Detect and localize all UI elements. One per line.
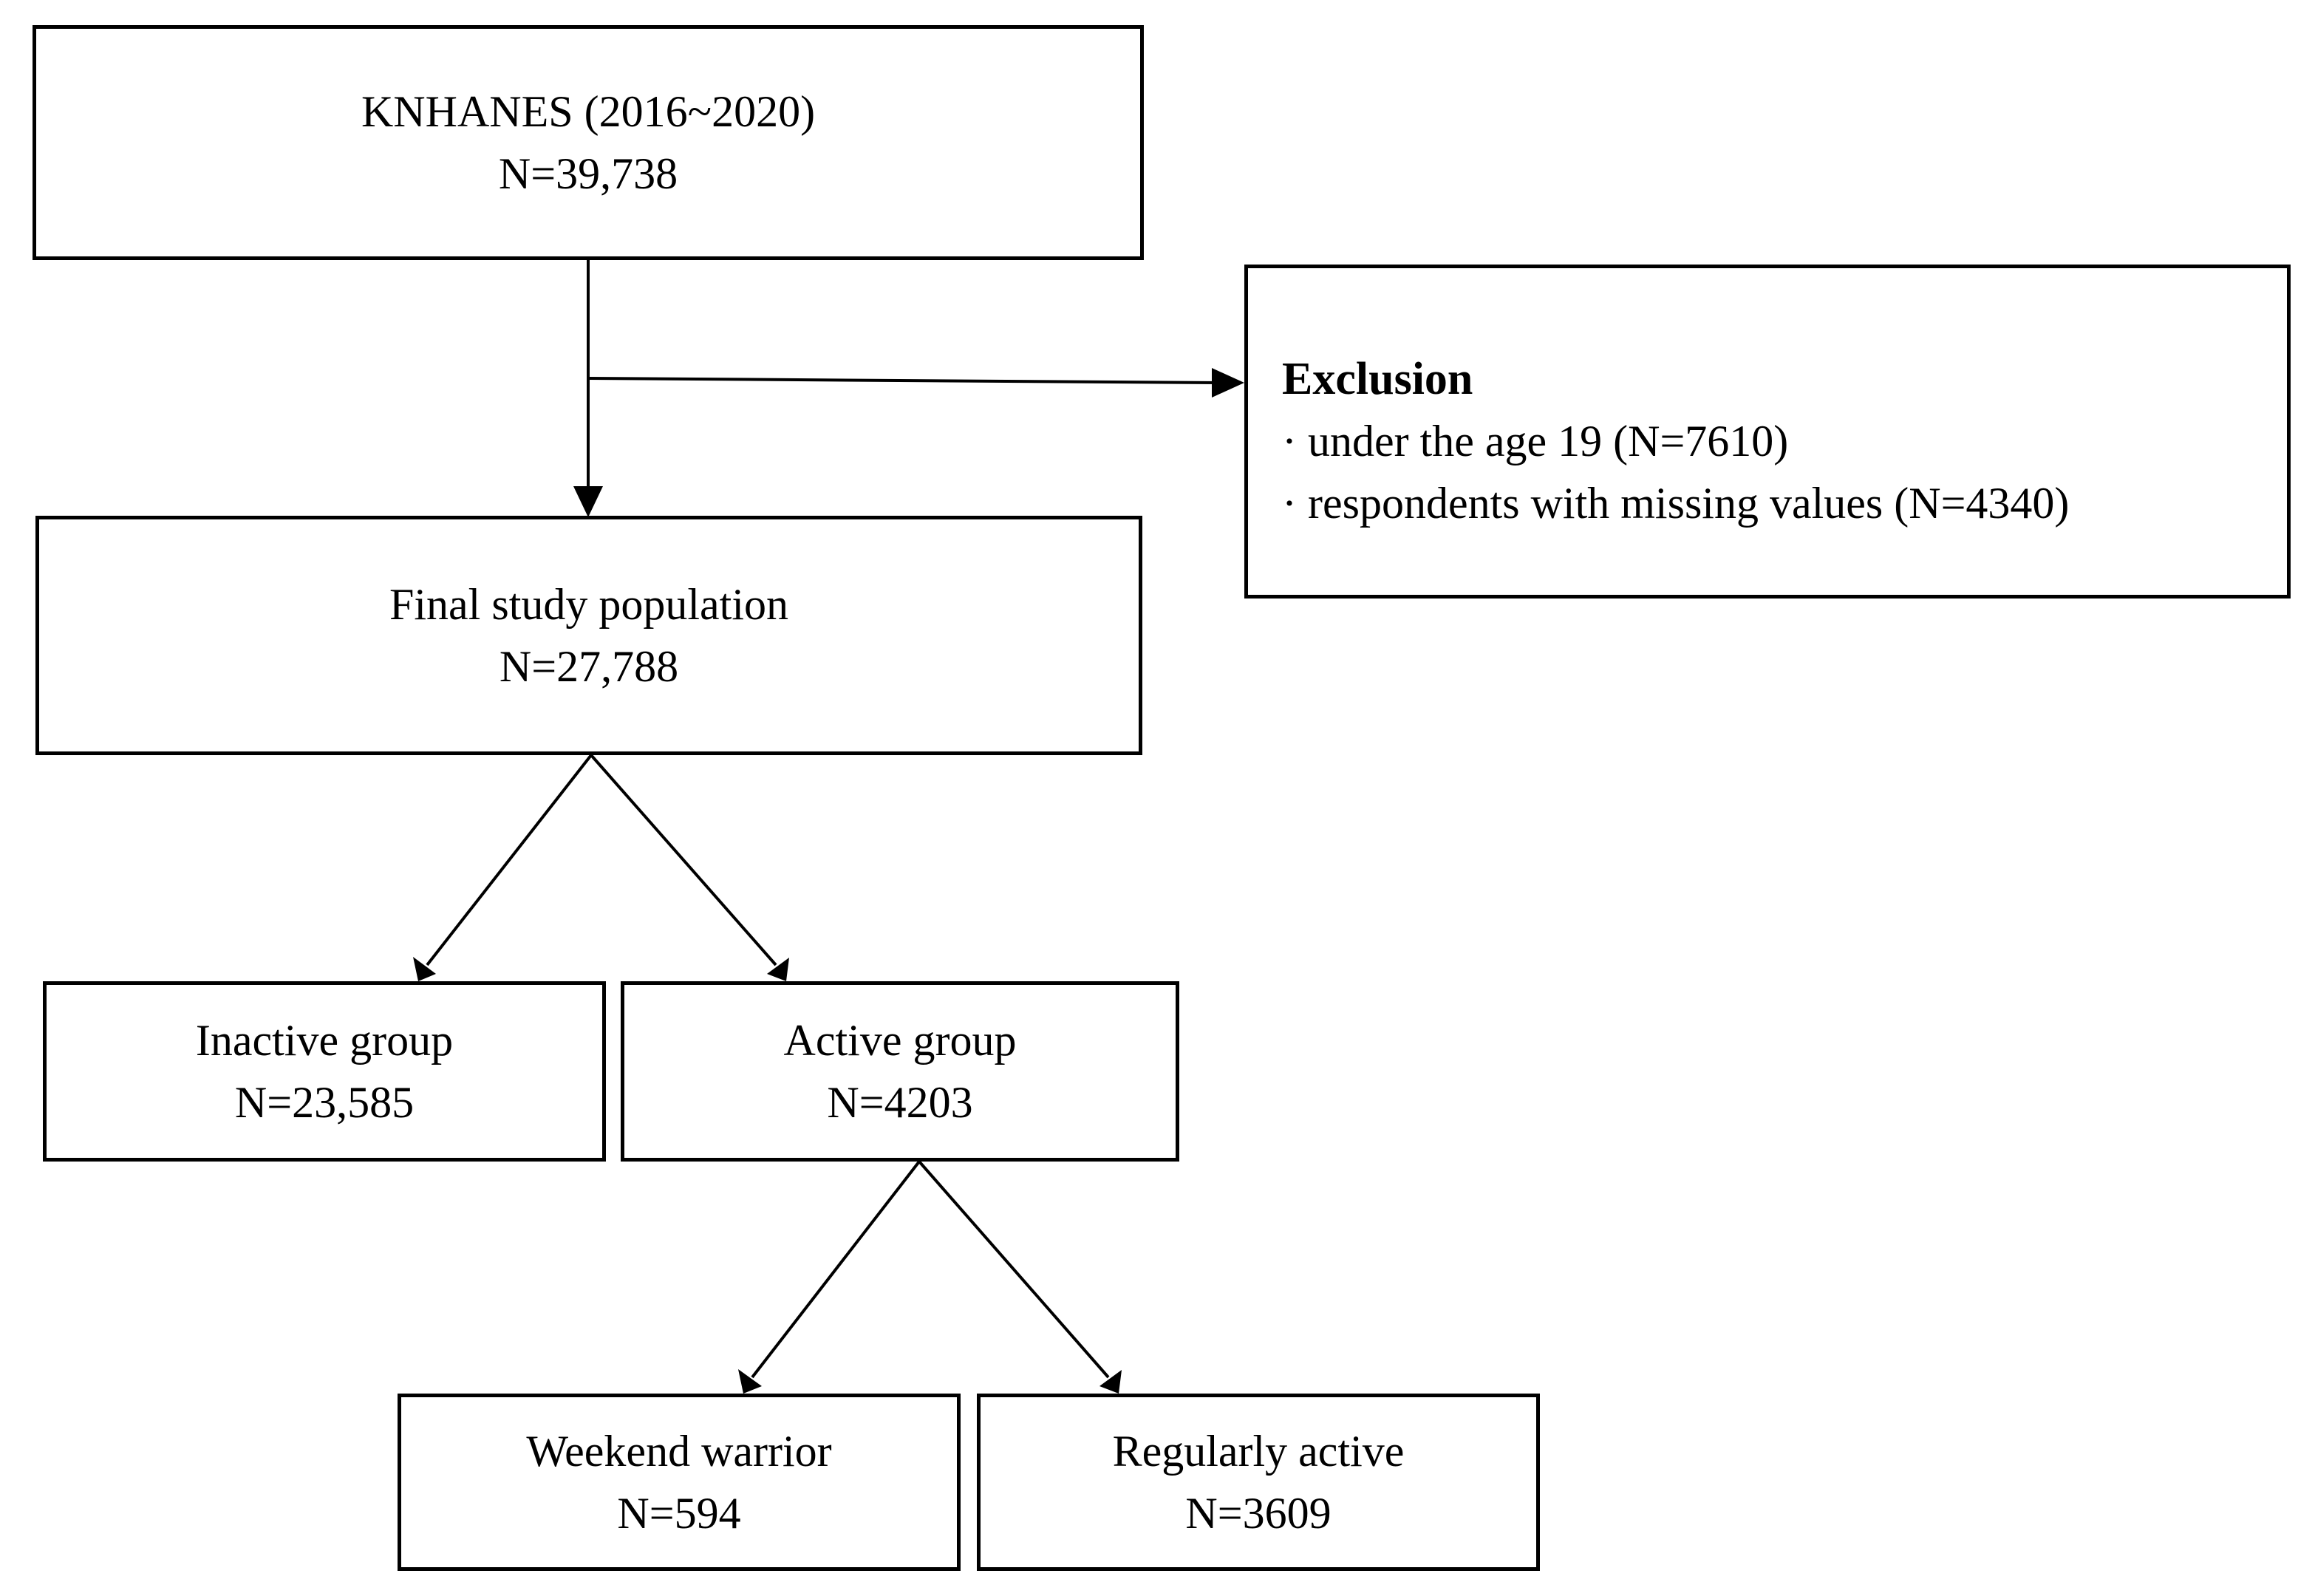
source-box: KNHANES (2016~2020) N=39,738 <box>33 25 1144 260</box>
exclusion-box: Exclusion · under the age 19 (N=7610) · … <box>1244 265 2291 598</box>
arrow-active-to-regular <box>918 1160 1110 1379</box>
regularly-active-box: Regularly active N=3609 <box>977 1394 1540 1571</box>
inactive-title: Inactive group <box>195 1016 454 1065</box>
arrowhead-inactive <box>413 957 436 981</box>
arrow-final-to-active <box>590 754 777 966</box>
arrow-final-to-inactive <box>426 754 593 966</box>
inactive-count: N=23,585 <box>234 1078 415 1127</box>
active-title: Active group <box>783 1016 1017 1065</box>
arrowhead-active <box>767 958 789 981</box>
arrowhead-final <box>573 486 603 517</box>
final-count: N=27,788 <box>499 642 679 691</box>
final-population-box: Final study population N=27,788 <box>35 516 1142 755</box>
source-count: N=39,738 <box>498 149 678 198</box>
weekend-count: N=594 <box>617 1489 741 1538</box>
arrowhead-regular <box>1099 1370 1122 1394</box>
arrow-active-to-weekend <box>751 1160 921 1379</box>
regular-title: Regularly active <box>1112 1427 1405 1476</box>
arrowhead-weekend <box>738 1369 762 1394</box>
arrowhead-exclusion <box>1212 368 1244 398</box>
regular-count: N=3609 <box>1185 1489 1332 1538</box>
source-title: KNHANES (2016~2020) <box>361 87 816 136</box>
inactive-group-box: Inactive group N=23,585 <box>43 981 606 1162</box>
exclusion-title: Exclusion <box>1282 354 1473 404</box>
arrow-to-exclusion <box>587 377 1220 384</box>
weekend-warrior-box: Weekend warrior N=594 <box>398 1394 961 1571</box>
weekend-title: Weekend warrior <box>526 1427 832 1476</box>
active-group-box: Active group N=4203 <box>621 981 1179 1162</box>
exclusion-item-age: · under the age 19 (N=7610) <box>1282 417 1789 466</box>
exclusion-item-missing: · respondents with missing values (N=434… <box>1282 479 2070 528</box>
active-count: N=4203 <box>827 1078 973 1127</box>
final-title: Final study population <box>389 580 788 629</box>
